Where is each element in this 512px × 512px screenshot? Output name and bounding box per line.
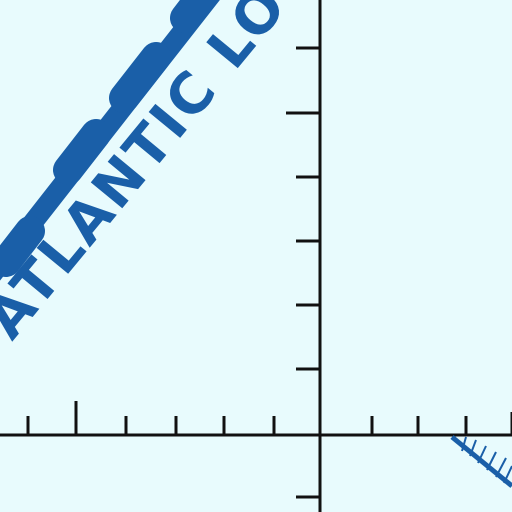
airway-segment-bulge <box>53 119 111 185</box>
parallel-line <box>0 401 512 437</box>
meridian-line <box>286 0 322 512</box>
airway-route <box>0 0 220 281</box>
airway-segment-bulge <box>109 42 171 113</box>
airway-segment-bulge <box>170 0 218 33</box>
restricted-area-boundary <box>450 435 512 488</box>
airway-segment-bulge <box>0 216 45 277</box>
